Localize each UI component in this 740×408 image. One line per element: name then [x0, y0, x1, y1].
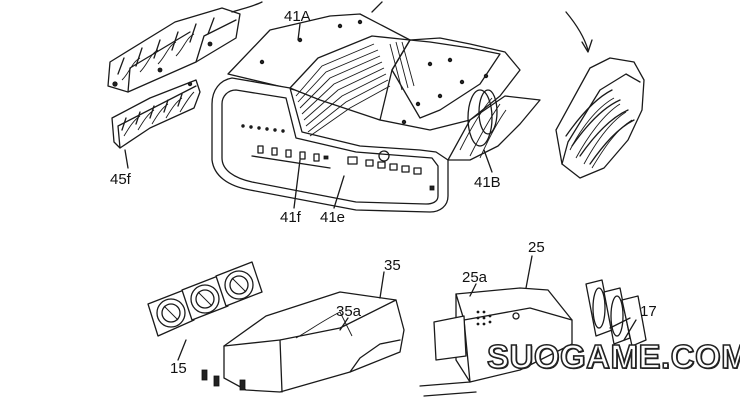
led-indicator-row	[241, 124, 285, 133]
upper-vent-cover-top-left	[107, 7, 241, 93]
arrow-right-cover	[565, 11, 589, 51]
leader-45f	[124, 149, 129, 169]
label-15: 15	[170, 360, 187, 377]
label-41A: 41A	[284, 8, 311, 25]
leader-35a	[339, 317, 349, 331]
label-25: 25	[528, 239, 545, 256]
right-side-vent-cover	[555, 57, 645, 179]
leader-41e	[333, 175, 345, 209]
label-35: 35	[384, 257, 401, 274]
leader-41B	[483, 149, 493, 173]
leader-15	[177, 339, 187, 361]
arrow-line-top-left	[231, 1, 263, 13]
lower-vent-cover-45f	[111, 79, 201, 149]
label-17: 17	[640, 303, 657, 320]
label-41B: 41B	[474, 174, 501, 191]
console-main-body	[211, 13, 541, 213]
leader-25a	[469, 283, 477, 297]
front-buttons-41f	[251, 145, 331, 169]
leader-17	[609, 317, 637, 341]
label-25a: 25a	[462, 269, 488, 286]
front-ports	[347, 150, 435, 191]
air-duct-35	[201, 291, 405, 393]
label-45f: 45f	[110, 171, 131, 188]
watermark-logo: SUOGAME.COM	[486, 337, 740, 376]
leader-41A	[297, 23, 301, 41]
label-41f: 41f	[280, 209, 301, 226]
label-41e: 41e	[320, 209, 346, 226]
arrow-top-center	[371, 1, 383, 13]
leader-41f	[293, 159, 301, 209]
leader-25	[525, 255, 533, 289]
heatsink-25	[419, 287, 573, 397]
arrow-head-right-cover	[581, 39, 593, 53]
leader-35	[379, 271, 385, 299]
fan-assembly-15	[147, 261, 263, 337]
heatsink-fin-dots	[476, 310, 492, 326]
side-fan-17	[585, 279, 647, 347]
label-35a: 35a	[336, 303, 362, 320]
